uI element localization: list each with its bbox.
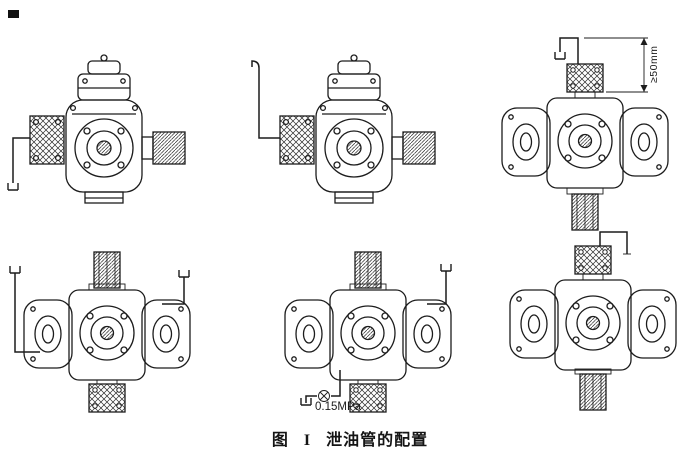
pump-body bbox=[284, 289, 452, 381]
tank-hook-icon bbox=[178, 269, 190, 278]
shaft-base bbox=[566, 187, 604, 195]
drain-pipe-right bbox=[427, 271, 447, 305]
tank-hook-icon bbox=[440, 263, 452, 272]
figure-6 bbox=[509, 231, 677, 411]
flange-neck bbox=[582, 273, 604, 281]
pump-body bbox=[279, 54, 436, 204]
splined-shaft bbox=[579, 373, 607, 411]
drain-pipe bbox=[559, 37, 579, 64]
pump-body bbox=[509, 279, 677, 371]
valve-icon bbox=[318, 390, 330, 402]
caption-prefix: 图 bbox=[271, 432, 289, 449]
figure-caption: 图 I 泄油管的配置 bbox=[0, 426, 700, 450]
caption-number: I bbox=[303, 432, 312, 449]
pump-body bbox=[501, 97, 669, 189]
drain-pipe bbox=[12, 137, 30, 183]
splined-shaft bbox=[571, 193, 599, 231]
drain-pipe bbox=[599, 231, 628, 254]
splined-shaft bbox=[354, 251, 382, 289]
mount-flange bbox=[574, 245, 612, 275]
figure-3 bbox=[501, 37, 669, 231]
mount-flange bbox=[88, 383, 126, 413]
tank-hook-icon bbox=[7, 182, 19, 191]
print-mark bbox=[8, 10, 19, 18]
drain-pipe-left bbox=[14, 273, 40, 353]
flange-neck bbox=[574, 91, 596, 99]
drain-pipe-valve bbox=[331, 370, 341, 397]
figure-2 bbox=[251, 54, 436, 204]
mount-flange bbox=[566, 63, 604, 93]
splined-shaft bbox=[93, 251, 121, 289]
tank-hook-icon bbox=[9, 265, 21, 274]
figure-4 bbox=[9, 251, 191, 413]
drain-pipe-valve-out bbox=[305, 395, 317, 403]
figure-1 bbox=[7, 54, 186, 204]
pump-body bbox=[29, 54, 186, 204]
dimension-lines bbox=[584, 37, 648, 93]
valve-pressure-label: 0.15MPa bbox=[315, 401, 362, 413]
caption-title: 泄油管的配置 bbox=[326, 432, 429, 449]
drain-pipe bbox=[251, 60, 280, 139]
tank-hook-icon bbox=[554, 51, 566, 60]
figure-5 bbox=[284, 251, 452, 413]
drain-pipe-right bbox=[162, 277, 185, 305]
dimension-label: ≥50mm bbox=[648, 45, 660, 83]
